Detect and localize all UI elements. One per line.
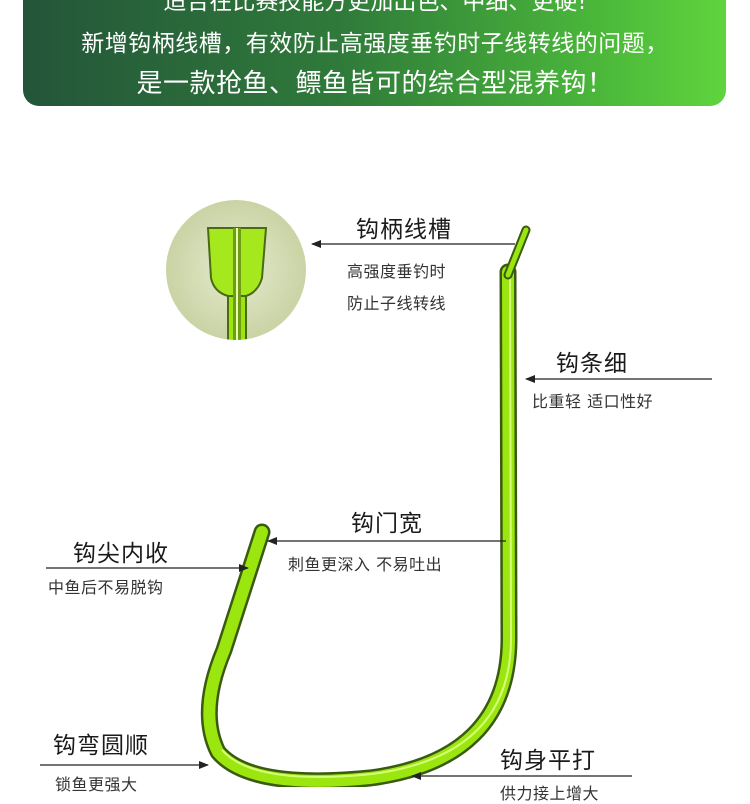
desc-wide-gap: 刺鱼更深入 不易吐出 xyxy=(288,555,443,574)
banner-line-1: 新增钩柄线槽，有效防止高强度垂钓时子线转线的问题， xyxy=(81,31,669,57)
desc-shank-groove-2: 防止子线转线 xyxy=(347,294,447,313)
desc-shank-groove-1: 高强度垂钓时 xyxy=(347,262,447,281)
desc-thin-wire: 比重轻 适口性好 xyxy=(532,392,654,411)
shank-zoom-circle xyxy=(166,200,306,340)
banner-line-top: 适合在比赛技能方更加出色、中细、更硬! xyxy=(163,0,587,15)
label-round-bend: 钩弯圆顺 xyxy=(53,733,149,759)
header-banner xyxy=(23,0,726,106)
label-wide-gap: 钩门宽 xyxy=(351,511,423,537)
hook-diagram xyxy=(40,200,712,787)
desc-round-bend: 锁鱼更强大 xyxy=(55,775,138,794)
desc-point-in: 中鱼后不易脱钩 xyxy=(48,578,164,597)
label-shank-groove: 钩柄线槽 xyxy=(356,217,452,243)
label-thin-wire: 钩条细 xyxy=(556,351,628,377)
label-point-in: 钩尖内收 xyxy=(73,541,169,567)
desc-flat-body: 供力接上增大 xyxy=(500,784,600,803)
label-flat-body: 钩身平打 xyxy=(500,748,596,774)
hook-body xyxy=(200,225,531,787)
banner-line-2: 是一款抢鱼、鳔鱼皆可的综合型混养钩！ xyxy=(136,69,614,99)
